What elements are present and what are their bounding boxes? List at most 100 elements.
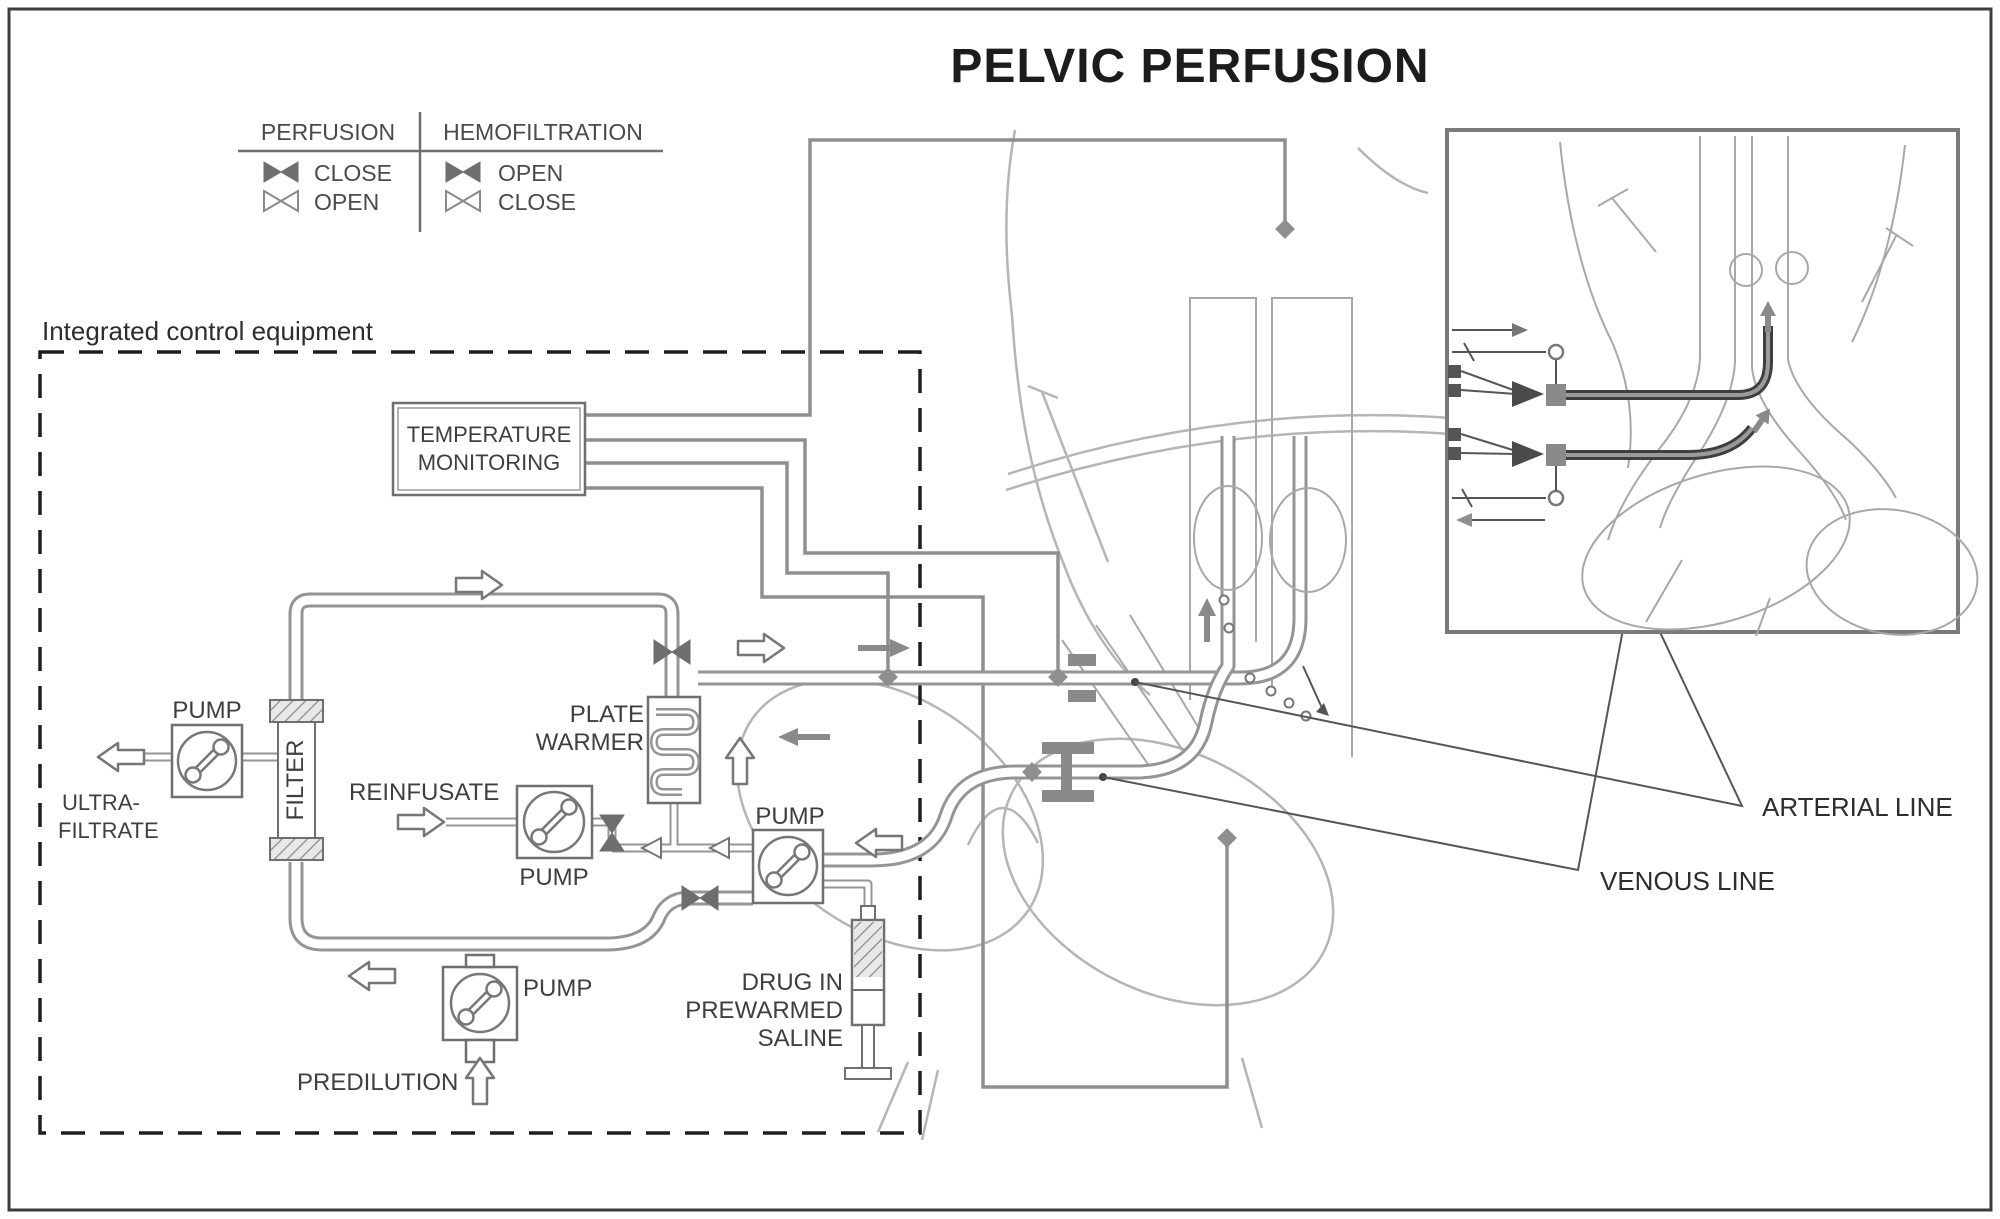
drug-syringe: DRUG IN PREWARMED SALINE [685,905,892,1080]
flow-arrows [778,598,1329,746]
port-connector-icon [1547,489,1565,507]
pelvic-brim-inner [1007,413,1453,476]
temp-line-leg-loop [585,486,1229,1089]
filter-cap-bottom [269,837,324,861]
inset-catheters [1546,301,1776,466]
closed-valve-icon [599,814,625,852]
inset-border [1445,128,1960,634]
syringe-plunger-rod [861,1024,875,1071]
legend-perfusion-row2: OPEN [314,189,379,215]
organ-crease [1645,559,1771,637]
up-arrow-icon [464,1056,496,1106]
catheter-hole [1218,594,1230,606]
legend-perfusion-header: PERFUSION [261,119,395,145]
ultrafiltrate-label-2: FILTRATE [58,818,159,843]
open-valve-icon [445,189,481,213]
vessel-channel-right [1271,297,1353,757]
pump-label: PUMP [172,697,241,724]
legend-hemofiltration-header: HEMOFILTRATION [443,119,643,145]
plate-warmer-label-2: WARMER [536,729,644,756]
pump-top-port [464,953,496,969]
balloon-right-catheter [1269,487,1347,593]
shoulder-curve [1357,147,1429,195]
ultrafiltrate-label-1: ULTRA- [62,790,140,815]
patient-anatomy [735,129,1453,1141]
up-arrow-icon [724,736,756,786]
venous-flow-up-arrow-icon [1198,598,1216,642]
closed-valve-icon [263,161,299,183]
left-wall-outline [1559,141,1632,469]
syringe-plunger-flange [844,1067,892,1080]
closed-valve-icon [681,885,719,911]
control-unit-label: Integrated control equipment [42,316,374,346]
catheter-hole [1283,697,1295,709]
reinfusate-pump: REINFUSATE PUMP [349,779,594,891]
entry-line-icon [1452,342,1546,362]
check-valve-icon [707,836,730,860]
check-valve-icon [639,836,662,860]
legend-perfusion-row1: CLOSE [314,160,392,186]
closed-valve-icon [445,161,481,183]
inset-organs [1581,465,1979,637]
filter-label: FILTER [282,740,309,821]
temp-line-arterial [585,438,1060,668]
pump-label: PUMP [523,975,592,1002]
right-arrow-icon [736,632,786,664]
balloon-left-catheter [1193,485,1263,591]
groin-arch [966,806,1040,846]
ultrafiltrate-pump: PUMP ULTRA- FILTRATE [58,697,244,843]
venous-clamp-bar [1061,754,1072,790]
line-annotations: ARTERIAL LINE VENOUS LINE [1099,504,1953,896]
temp-probe-icon [1275,219,1295,239]
arterial-line-label: ARTERIAL LINE [1762,792,1953,822]
temperature-monitoring-label-1: TEMPERATURE [407,422,572,447]
organ-right [1805,508,1979,636]
valve-legend: PERFUSION HEMOFILTRATION CLOSE OPEN OPEN… [238,112,663,232]
torso-left-outline [1005,129,1151,696]
port-square-icon [1448,428,1461,441]
inset-flow-up-arrow-icon [1760,301,1776,332]
drug-label-2: PREWARMED [685,997,843,1024]
exit-arrow-icon [1456,513,1472,527]
organ-left [1581,465,1851,631]
temp-probe-icon [1217,828,1237,848]
temperature-monitoring-box-inner [397,407,581,491]
filter-cap-top [269,699,324,723]
right-leg-line [1240,1057,1264,1129]
left-thigh [735,678,1045,952]
right-wall-outline [1851,144,1906,343]
left-arrow-icon [854,827,904,859]
left-arrow-icon [96,741,146,773]
legend-hemofiltration-row2: CLOSE [498,189,576,215]
venous-clamp [1042,790,1094,802]
catheter-connector [1546,444,1566,466]
inset-flow-arrow-icon [1751,408,1771,434]
temp-line-arterial2 [585,461,890,668]
venous-line-label: VENOUS LINE [1600,866,1775,896]
temp-probe-icon [1022,762,1042,782]
port-connector-icon [1547,343,1565,361]
filter-body [277,721,316,839]
control-unit-boundary [38,350,922,1135]
drug-label-1: DRUG IN [742,969,843,996]
plate-warmer-unit: PLATE WARMER [536,695,756,805]
arterial-clamp [1068,654,1096,666]
legend-hemofiltration-row1: OPEN [498,160,563,186]
inset-vessels [1559,136,1914,541]
entry-dark-arrow-icon [1512,381,1544,407]
detail-pointer-line [1302,665,1323,709]
temperature-monitoring-label-2: MONITORING [418,450,561,475]
filter-unit: FILTER [269,699,324,861]
plate-warmer-label-1: PLATE [570,701,644,728]
pump-label: PUMP [755,803,824,830]
page-title: PELVIC PERFUSION [950,40,1429,93]
predilution-label: PREDILUTION [297,1069,458,1096]
arterial-clamp [1068,690,1096,702]
aorta-outline [1751,136,1849,453]
inguinal-line [1027,384,1110,563]
entry-line-icon [1452,488,1546,508]
right-arrow-icon [396,806,446,838]
flow-right-arrow-icon [858,639,910,657]
retractor-line [1597,188,1657,253]
